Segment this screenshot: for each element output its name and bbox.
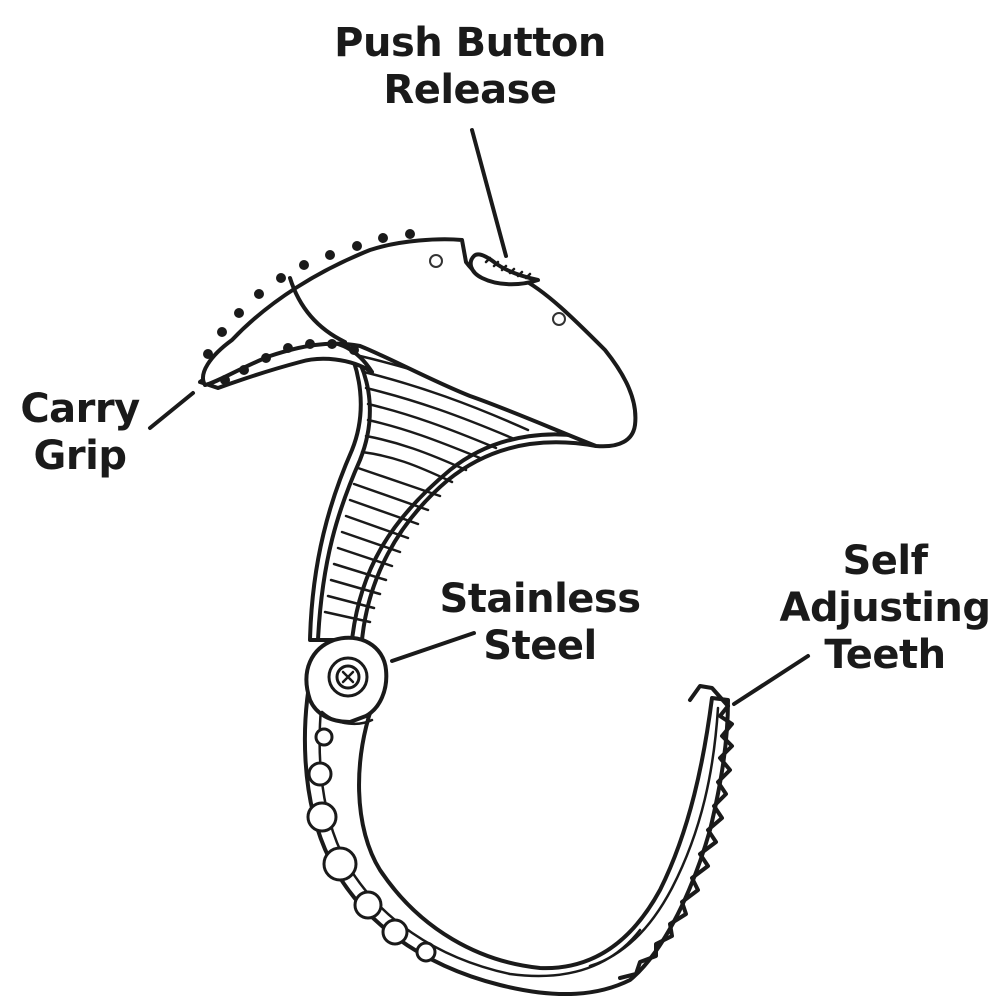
label-self-adjusting-teeth: Self Adjusting Teeth xyxy=(770,538,1000,679)
label-line: Stainless xyxy=(439,576,641,622)
rivet-hole xyxy=(552,312,566,326)
carry-grip-dots xyxy=(203,229,415,385)
label-line: Adjusting xyxy=(779,585,991,631)
leader-carry-grip xyxy=(148,391,195,430)
hook-head xyxy=(201,237,638,449)
hinge xyxy=(304,635,389,726)
label-line: Release xyxy=(383,67,557,113)
label-line: Grip xyxy=(33,433,127,479)
label-line: Carry xyxy=(20,386,140,432)
push-button xyxy=(468,252,540,287)
leader-self-adjusting-teeth xyxy=(732,654,810,706)
label-push-button-release: Push Button Release xyxy=(320,20,620,114)
arm-holes xyxy=(306,727,437,963)
label-carry-grip: Carry Grip xyxy=(10,386,150,480)
label-line: Self xyxy=(842,538,928,584)
label-line: Steel xyxy=(483,623,597,669)
label-stainless-steel: Stainless Steel xyxy=(430,576,650,670)
leader-push-button xyxy=(470,128,508,258)
leader-stainless-steel xyxy=(390,631,476,663)
label-line: Teeth xyxy=(824,632,946,678)
rivet-hole xyxy=(429,254,443,268)
label-line: Push Button xyxy=(334,20,606,66)
